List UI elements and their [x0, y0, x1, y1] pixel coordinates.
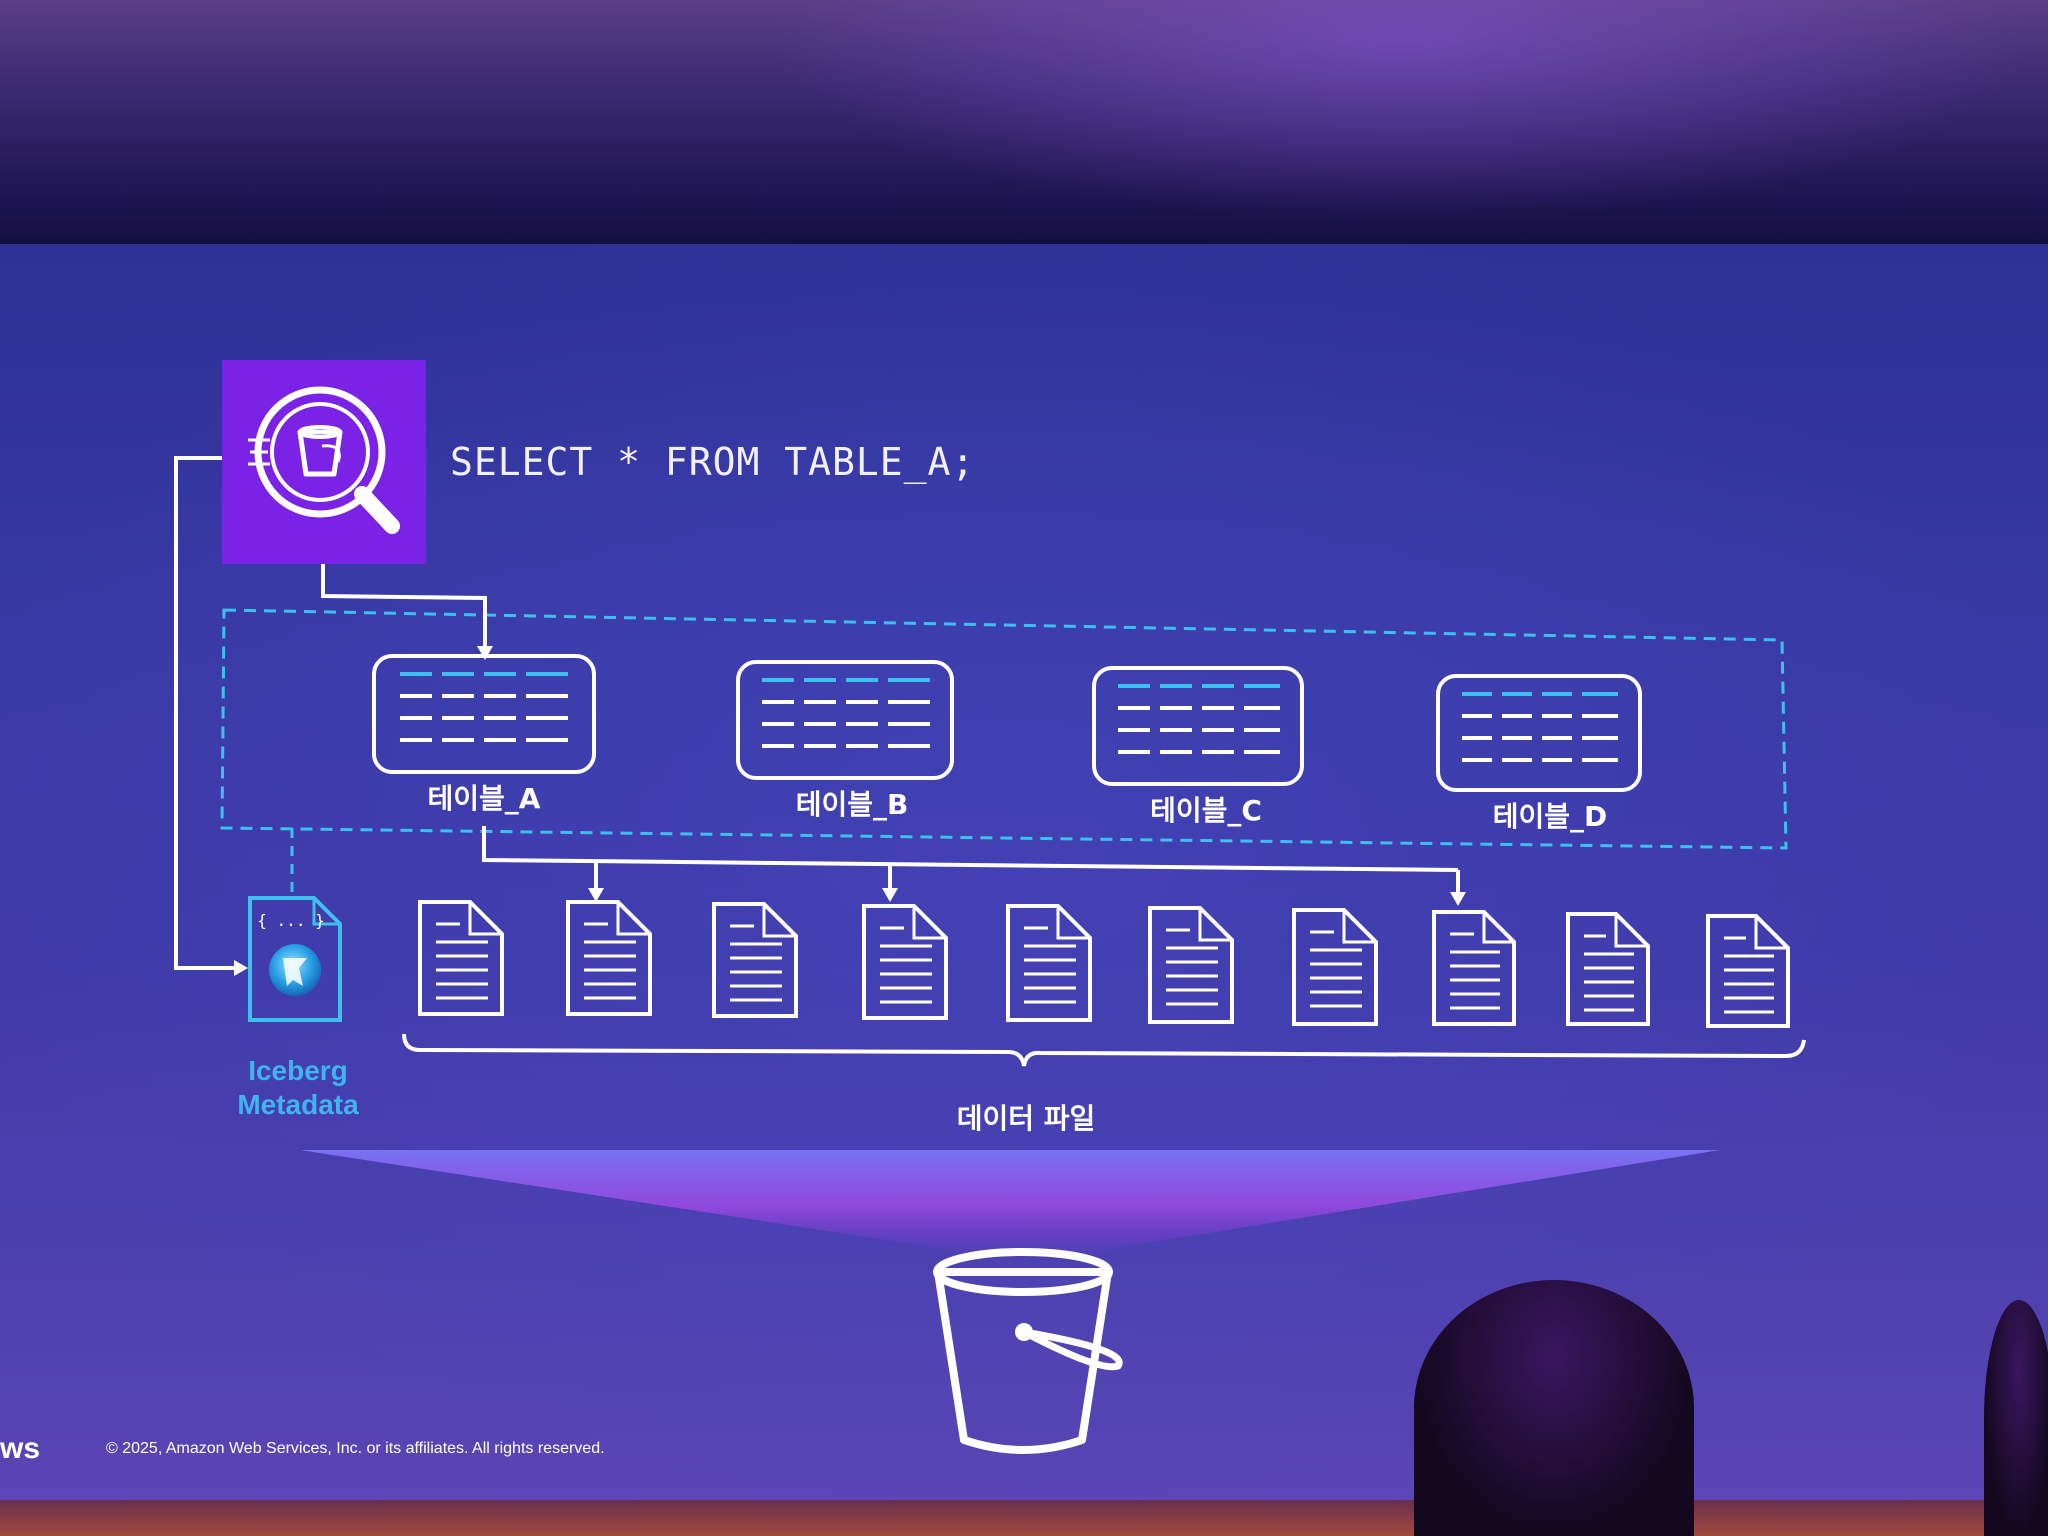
audience-head [1984, 1300, 2048, 1536]
copyright-text: © 2025, Amazon Web Services, Inc. or its… [106, 1440, 605, 1457]
connector-query-to-table [321, 564, 487, 650]
arrowhead [1450, 892, 1466, 906]
light-beam [300, 1150, 1720, 1262]
arrowhead [477, 646, 493, 660]
bucket-icon [933, 1248, 1123, 1454]
sql-query-text: SELECT * FROM TABLE_A; [450, 440, 976, 484]
aws-logo-fragment: ws [0, 1432, 41, 1465]
data-files-brace [402, 1033, 1806, 1067]
metadata-label-line2: Metadata [237, 1089, 359, 1120]
connector-table-to-files [482, 826, 1459, 872]
document-icon [418, 900, 504, 1016]
table-icon [1092, 666, 1304, 786]
document-icon [1148, 906, 1234, 1024]
magnifier-bucket-icon [222, 360, 426, 564]
table-label: 테이블_D [1493, 800, 1608, 833]
iceberg-metadata-label: Iceberg Metadata [218, 1054, 378, 1122]
document-icon [1292, 908, 1378, 1026]
document-icon [1432, 910, 1516, 1026]
stage-floor [0, 1500, 2048, 1536]
table-icon [736, 660, 954, 780]
arrowhead [234, 960, 248, 976]
table-icon [372, 654, 596, 774]
table-icon [1436, 674, 1642, 792]
document-icon [1006, 904, 1092, 1022]
json-metadata-icon: { ... } [248, 896, 342, 1022]
document-icon [1566, 912, 1650, 1026]
document-icon [566, 900, 652, 1016]
arrowhead [588, 888, 604, 902]
json-braces: { ... } [257, 911, 324, 930]
table-label: 테이블_C [1150, 794, 1262, 827]
data-files-label: 데이터 파일 [957, 1102, 1096, 1135]
arrowhead [882, 888, 898, 902]
table-label: 테이블_B [796, 788, 909, 821]
document-icon [862, 904, 948, 1020]
document-icon [712, 902, 798, 1018]
table-group-boundary [220, 608, 1788, 850]
metadata-label-line1: Iceberg [248, 1055, 348, 1086]
document-icon [1706, 914, 1790, 1028]
table-label: 테이블_A [428, 782, 541, 815]
audience-head [1414, 1280, 1694, 1536]
connector-query-to-metadata [174, 456, 236, 970]
